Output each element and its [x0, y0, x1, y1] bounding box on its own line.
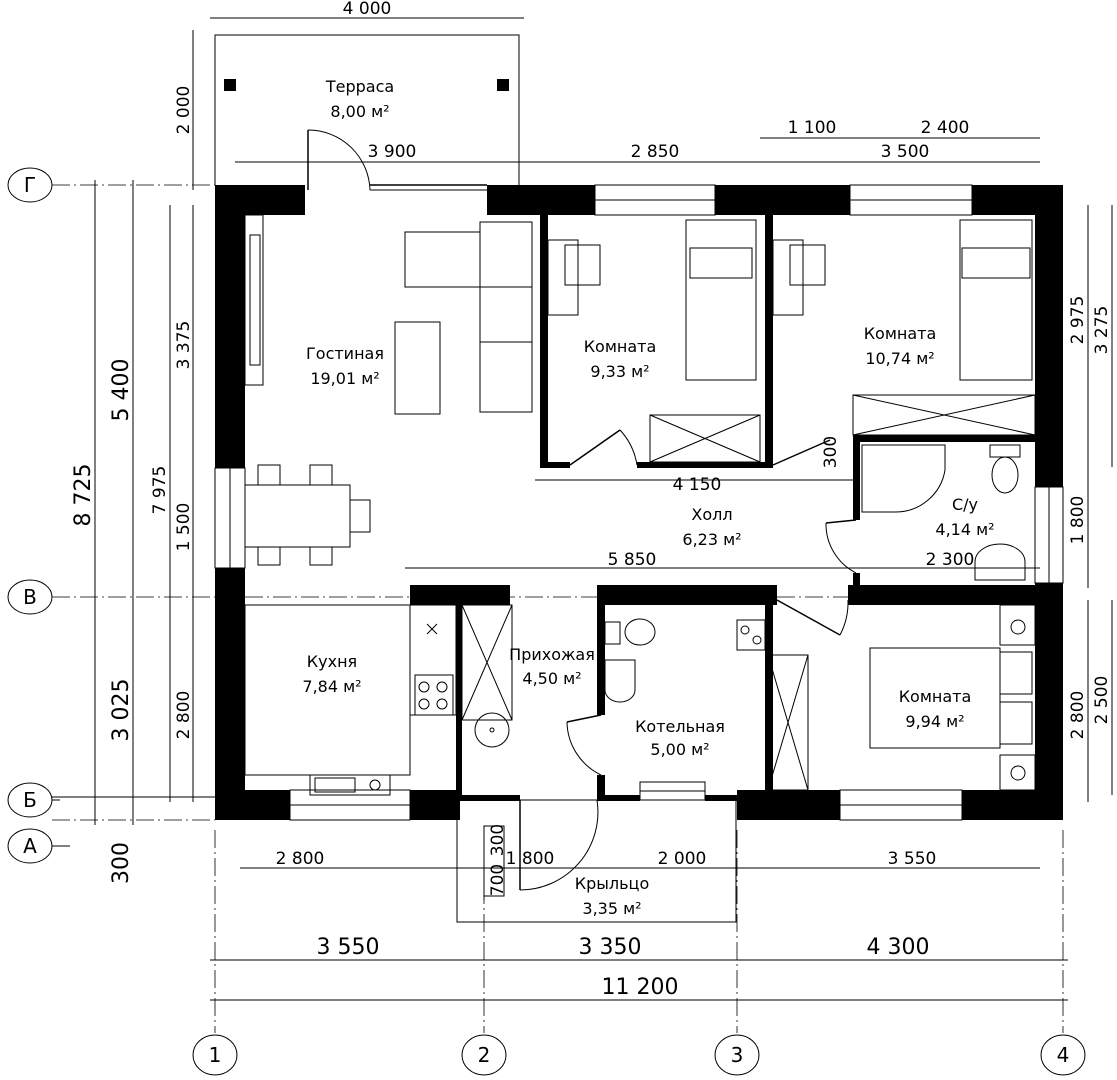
svg-text:2 800: 2 800 [174, 691, 194, 740]
axis-marker-3: 3 [714, 1034, 760, 1076]
room-name-porch: Крыльцо [575, 874, 649, 893]
svg-text:2 400: 2 400 [921, 118, 970, 138]
room-name-boiler: Котельная [635, 717, 725, 736]
room-name-hall: Холл [691, 505, 732, 524]
svg-text:1: 1 [209, 1043, 222, 1067]
room-area-room2: 10,74 м² [865, 349, 934, 368]
axis-marker-a: А [7, 828, 53, 864]
windows [214, 184, 1064, 821]
room-name-wc: С/у [952, 495, 978, 514]
svg-text:7 975: 7 975 [150, 466, 170, 515]
svg-text:3 275: 3 275 [1092, 306, 1112, 355]
svg-text:4: 4 [1057, 1043, 1070, 1067]
svg-text:Б: Б [23, 788, 37, 812]
svg-text:2 975: 2 975 [1068, 296, 1088, 345]
svg-text:3 550: 3 550 [888, 849, 937, 869]
axis-marker-4: 4 [1040, 1034, 1086, 1076]
axis-marker-b: Б [7, 782, 53, 818]
svg-text:3 500: 3 500 [881, 142, 930, 162]
axis-marker-1: 1 [192, 1034, 238, 1076]
svg-text:3 350: 3 350 [579, 935, 642, 960]
room-area-entry: 4,50 м² [522, 669, 581, 688]
svg-text:Г: Г [24, 173, 36, 197]
axis-lines [52, 184, 1064, 1033]
svg-text:3 900: 3 900 [368, 142, 417, 162]
svg-text:А: А [23, 834, 37, 858]
axis-markers: Г В Б А 1 2 3 4 [7, 167, 1086, 1076]
svg-text:2 300: 2 300 [926, 550, 975, 570]
room-name-terrace: Терраса [325, 77, 394, 96]
axis-marker-g: Г [7, 167, 53, 203]
svg-text:1 100: 1 100 [788, 118, 837, 138]
svg-text:4 000: 4 000 [343, 0, 392, 19]
doors [307, 129, 857, 891]
svg-text:2 500: 2 500 [1092, 676, 1112, 725]
room-area-wc: 4,14 м² [935, 520, 994, 539]
room-name-living: Гостиная [306, 344, 384, 363]
axis-marker-2: 2 [461, 1034, 507, 1076]
room-area-room3: 9,94 м² [905, 712, 964, 731]
terrace [214, 34, 520, 185]
dimension-labels: 4 000 2 000 3 900 2 850 1 100 2 400 3 50… [71, 0, 1112, 1000]
room-labels: Терраса 8,00 м² Гостиная 19,01 м² Комнат… [302, 77, 994, 918]
svg-text:3 550: 3 550 [317, 935, 380, 960]
dimension-lines [94, 17, 1113, 1001]
svg-text:300: 300 [109, 842, 134, 884]
svg-text:8 725: 8 725 [71, 464, 96, 527]
svg-text:11 200: 11 200 [602, 975, 679, 1000]
svg-text:3 025: 3 025 [109, 679, 134, 742]
room-area-porch: 3,35 м² [582, 899, 641, 918]
furniture [244, 214, 1036, 923]
svg-text:4 150: 4 150 [673, 475, 722, 495]
svg-text:3: 3 [731, 1043, 744, 1067]
svg-text:5 400: 5 400 [109, 359, 134, 422]
room-area-living: 19,01 м² [310, 369, 379, 388]
svg-text:2 800: 2 800 [276, 849, 325, 869]
svg-text:1 500: 1 500 [174, 503, 194, 552]
svg-text:700: 700 [488, 864, 508, 896]
room-name-room1: Комната [584, 337, 657, 356]
svg-text:300: 300 [821, 436, 841, 468]
svg-text:4 300: 4 300 [867, 935, 930, 960]
svg-text:300: 300 [488, 824, 508, 856]
room-area-boiler: 5,00 м² [650, 740, 709, 759]
svg-text:В: В [23, 585, 37, 609]
room-area-hall: 6,23 м² [682, 530, 741, 549]
svg-text:1 800: 1 800 [1068, 496, 1088, 545]
walls [215, 185, 1063, 820]
svg-text:2 000: 2 000 [174, 86, 194, 135]
axis-marker-v: В [7, 579, 53, 615]
svg-text:2 000: 2 000 [658, 849, 707, 869]
svg-text:2 850: 2 850 [631, 142, 680, 162]
room-name-kitchen: Кухня [307, 652, 357, 671]
svg-text:3 375: 3 375 [174, 321, 194, 370]
room-name-entry: Прихожая [509, 645, 595, 664]
room-name-room3: Комната [899, 687, 972, 706]
svg-text:5 850: 5 850 [608, 550, 657, 570]
room-area-kitchen: 7,84 м² [302, 677, 361, 696]
room-name-room2: Комната [864, 324, 937, 343]
room-area-room1: 9,33 м² [590, 362, 649, 381]
svg-text:2: 2 [478, 1043, 491, 1067]
svg-text:1 800: 1 800 [506, 849, 555, 869]
room-area-terrace: 8,00 м² [330, 102, 389, 121]
svg-text:2 800: 2 800 [1068, 691, 1088, 740]
